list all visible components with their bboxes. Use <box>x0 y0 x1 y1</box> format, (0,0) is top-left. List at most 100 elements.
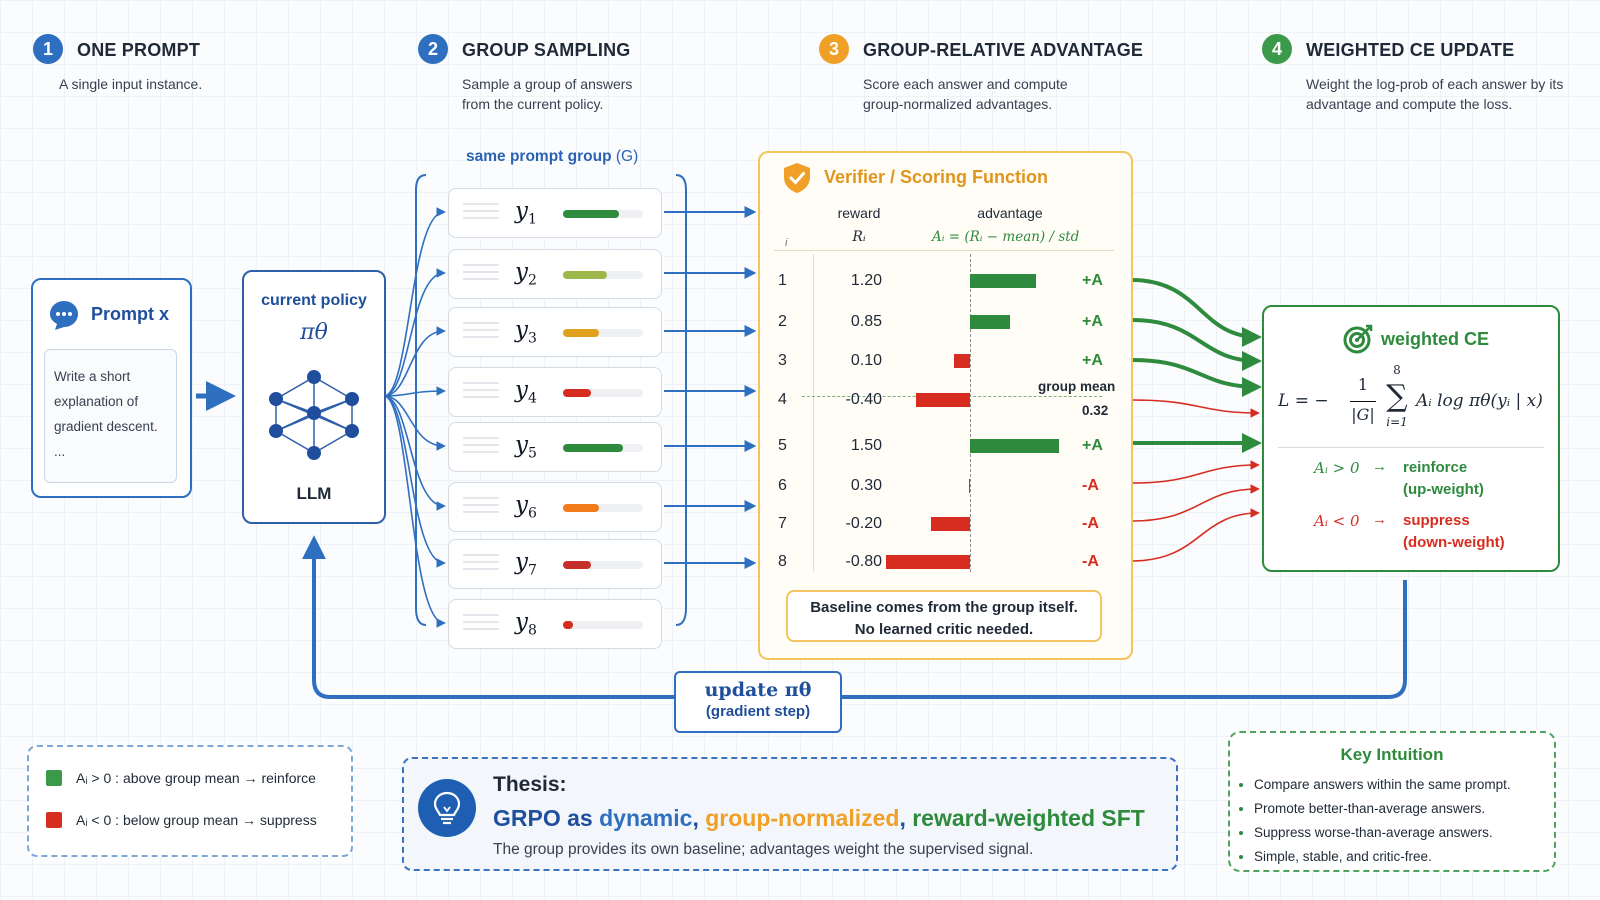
policy-symbol: πθ <box>300 320 328 345</box>
zero-axis <box>970 254 971 572</box>
loss-lhs: L = − <box>1278 391 1329 411</box>
answer-card: y6 <box>448 482 662 532</box>
prompt-title: Prompt x <box>91 304 170 324</box>
row-reward: -0.20 <box>845 515 882 532</box>
ce-divider <box>1278 447 1544 448</box>
row-sign: +A <box>1082 352 1103 369</box>
header-divider <box>774 250 1114 251</box>
thesis-word-group: group-normalized <box>705 805 900 831</box>
answer-card: y7 <box>448 539 662 589</box>
neg-label: suppress <box>1403 512 1470 529</box>
verifier-card: Verifier / Scoring Function i reward Rᵢ … <box>758 151 1133 660</box>
row-index: 1 <box>778 272 787 289</box>
update-loop-arrow <box>302 535 1407 699</box>
legend-text-negative: Aᵢ < 0 : below group mean → suppress <box>76 812 317 828</box>
group-label-g: (G) <box>615 148 639 165</box>
row-index: 5 <box>778 437 787 454</box>
neg-condition: Aᵢ < 0 <box>1314 512 1360 530</box>
key-item: Compare answers within the same prompt. <box>1254 773 1511 797</box>
row-sign: -A <box>1082 553 1099 570</box>
thesis-statement: GRPO as dynamic, group-normalized, rewar… <box>493 805 1145 832</box>
answer-subscript: 4 <box>528 390 537 407</box>
group-bracket-left <box>415 174 427 626</box>
answer-label: y <box>515 198 528 224</box>
row-reward: -0.80 <box>845 553 882 570</box>
step-4-title: WEIGHTED CE UPDATE <box>1306 40 1515 60</box>
answer-label: y <box>515 432 528 458</box>
advantage-to-ce-arrows <box>1131 278 1262 562</box>
answer-score-bar <box>563 329 599 337</box>
row-reward: 1.50 <box>850 437 882 454</box>
loss-frac-bar <box>1350 401 1376 403</box>
answer-card: y8 <box>448 599 662 649</box>
loss-formula: L = − 1 |G| 8 ∑ i=1 Aᵢ log πθ(yᵢ | x) <box>1278 363 1548 435</box>
row-sign: +A <box>1082 272 1103 289</box>
loss-frac-num: 1 <box>1357 375 1369 394</box>
legend-text-positive: Aᵢ > 0 : above group mean → reinforce <box>76 770 316 786</box>
baseline-note: Baseline comes from the group itself. No… <box>786 590 1102 642</box>
answer-subscript: 1 <box>528 211 537 228</box>
answer-label: y <box>515 549 528 575</box>
loss-term: Aᵢ log πθ(yᵢ | x) <box>1416 391 1543 411</box>
answer-subscript: 3 <box>528 330 537 347</box>
row-index: 6 <box>778 477 787 494</box>
key-list: Compare answers within the same prompt. … <box>1240 773 1511 869</box>
prompt-text-box: Write a short explanation of gradient de… <box>44 349 177 483</box>
legend: Aᵢ > 0 : above group mean → reinforce Aᵢ… <box>27 745 353 857</box>
sum-top: 8 <box>1393 363 1401 377</box>
key-title: Key Intuition <box>1340 745 1444 764</box>
answer-score-bar <box>563 210 619 218</box>
target-icon <box>1343 324 1373 354</box>
policy-model-label: LLM <box>296 484 332 503</box>
group-mean-value: 0.32 <box>1082 403 1109 418</box>
answer-score-bar <box>563 561 591 569</box>
step-1-desc: A single input instance. <box>59 76 203 92</box>
pos-sub: (up-weight) <box>1403 481 1484 498</box>
row-index: 8 <box>778 553 787 570</box>
row-sign: +A <box>1082 437 1103 454</box>
thesis-sep2: , <box>899 805 913 831</box>
update-line1: update πθ <box>704 679 812 701</box>
step-2-title: GROUP SAMPLING <box>462 40 631 60</box>
answer-subscript: 6 <box>528 505 537 522</box>
legend-swatch-negative <box>46 812 62 828</box>
thesis-heading: Thesis: <box>493 773 567 796</box>
policy-fanout-arrows <box>383 207 446 628</box>
row-index: 4 <box>778 391 787 408</box>
policy-card: current policy πθ LLM <box>242 270 386 524</box>
row-sign: -A <box>1082 477 1099 494</box>
step-2-number: 2 <box>418 34 448 64</box>
row-reward: 0.10 <box>850 352 882 369</box>
update-line2: (gradient step) <box>705 703 811 720</box>
answer-score-bar <box>563 621 573 629</box>
answer-card: y5 <box>448 422 662 472</box>
neg-sub: (down-weight) <box>1403 534 1505 551</box>
answer-subscript: 8 <box>528 622 537 639</box>
shield-check-icon <box>784 163 810 193</box>
advantage-bar <box>970 315 1010 329</box>
answer-label: y <box>515 609 528 635</box>
weighted-ce-card: weighted CE L = − 1 |G| 8 ∑ i=1 Aᵢ log π… <box>1262 305 1560 572</box>
neural-network-icon <box>269 370 359 460</box>
group-label: same prompt group (G) <box>466 148 638 166</box>
pos-label: reinforce <box>1403 459 1468 476</box>
sum-symbol: ∑ <box>1386 379 1408 414</box>
answer-card: y4 <box>448 367 662 417</box>
legend-item-positive: Aᵢ > 0 : above group mean → reinforce <box>46 770 316 786</box>
key-item: Promote better-than-average answers. <box>1254 797 1511 821</box>
pos-arrow: → <box>1372 458 1387 475</box>
legend-swatch-positive <box>46 770 62 786</box>
answer-subscript: 5 <box>528 445 537 462</box>
col-advantage-formula: Aᵢ = (Rᵢ − mean) / std <box>932 229 1080 245</box>
answer-score-bar <box>563 504 599 512</box>
col-i: i <box>785 237 788 249</box>
thesis-sub: The group provides its own baseline; adv… <box>493 841 1034 858</box>
step-2-desc: Sample a group of answers from the curre… <box>462 76 633 112</box>
advantage-bar <box>886 555 970 569</box>
thesis-word-sft: reward-weighted SFT <box>912 805 1145 831</box>
answer-card: y2 <box>448 249 662 299</box>
advantage-bar <box>970 439 1059 453</box>
